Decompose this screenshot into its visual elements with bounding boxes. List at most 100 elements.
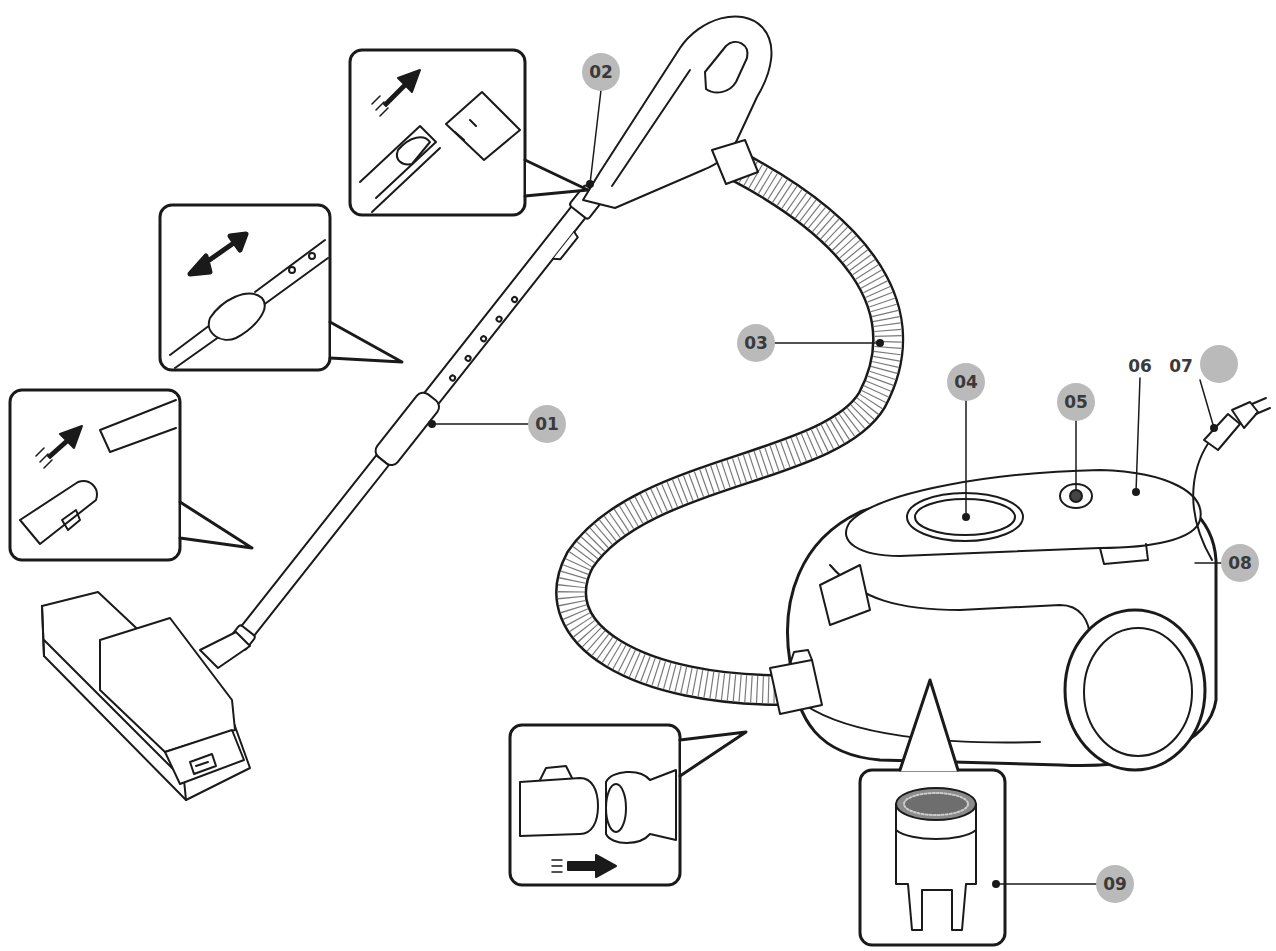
plug-head bbox=[1232, 402, 1258, 428]
tube-hole bbox=[496, 316, 503, 323]
callout-number: 03 bbox=[737, 324, 775, 362]
inset-hose-end bbox=[520, 778, 598, 836]
filter-rim bbox=[896, 830, 976, 839]
inset-frame bbox=[350, 50, 525, 215]
power-button-core bbox=[1070, 490, 1082, 502]
tube-hole bbox=[449, 374, 456, 381]
inset-hose-clip bbox=[540, 766, 572, 780]
tube-hole bbox=[480, 335, 487, 342]
leader-dot bbox=[1211, 425, 1217, 431]
tube-sleeve bbox=[372, 389, 442, 468]
inset-sleeve bbox=[209, 294, 265, 340]
inset-frame bbox=[860, 770, 1005, 945]
leader-dot bbox=[1133, 489, 1139, 495]
inset-tail-line bbox=[680, 732, 746, 776]
dust-window bbox=[907, 493, 1023, 541]
leader-line bbox=[1075, 420, 1077, 490]
leader-dot bbox=[429, 421, 435, 427]
canister-lid bbox=[846, 470, 1201, 556]
leader-dot bbox=[877, 340, 883, 346]
inset-tube bbox=[100, 400, 176, 452]
inset-neck bbox=[20, 481, 97, 544]
hose-ribs bbox=[571, 165, 888, 690]
hose-outline bbox=[571, 165, 888, 690]
leader-line bbox=[432, 423, 529, 425]
leader-dot bbox=[587, 181, 593, 187]
leader-dot bbox=[993, 881, 999, 887]
floor-nozzle bbox=[42, 592, 250, 800]
callout-number: 05 bbox=[1057, 383, 1095, 421]
inset-tube bbox=[170, 240, 328, 368]
nozzle-pedal bbox=[165, 730, 244, 784]
plug-pins bbox=[1252, 398, 1270, 414]
inset-tube bbox=[360, 126, 440, 212]
handle-grip bbox=[583, 16, 771, 208]
dust-window-inner bbox=[915, 499, 1015, 535]
empty-callout bbox=[1200, 345, 1238, 383]
hose-fill bbox=[571, 165, 888, 690]
inset-frame bbox=[10, 390, 180, 560]
inset-socket bbox=[446, 92, 520, 160]
callout-number: 08 bbox=[1221, 544, 1259, 582]
handle-opening bbox=[705, 42, 747, 93]
leader-line bbox=[996, 883, 1097, 885]
inset-tail bbox=[526, 160, 588, 196]
leader-line bbox=[1200, 380, 1214, 428]
leader-dot bbox=[963, 514, 969, 520]
tube-upper bbox=[418, 189, 599, 412]
inset-arrow bbox=[48, 426, 82, 458]
inset-inlet bbox=[606, 770, 676, 843]
callout-number: 06 bbox=[1128, 356, 1152, 376]
speed-lines bbox=[36, 448, 52, 468]
leader-line bbox=[1195, 562, 1222, 564]
speed-lines bbox=[372, 96, 388, 116]
filter-mesh bbox=[896, 788, 976, 820]
inset-tail bbox=[681, 732, 746, 776]
inset-arrow bbox=[384, 70, 420, 106]
carry-handle bbox=[820, 565, 870, 625]
callout-number: 09 bbox=[1096, 865, 1134, 903]
wheel bbox=[1065, 610, 1205, 770]
speed-lines bbox=[552, 860, 562, 872]
inset-double-arrow bbox=[190, 234, 246, 274]
callout-number: 02 bbox=[582, 53, 620, 91]
nozzle-neck bbox=[200, 632, 250, 668]
inset-tail bbox=[331, 322, 402, 362]
nozzle-switch bbox=[190, 754, 216, 774]
inset-tail-line bbox=[900, 680, 958, 770]
power-cord bbox=[1193, 438, 1212, 560]
inset-arrow bbox=[568, 855, 616, 877]
inset-tail bbox=[181, 502, 252, 548]
leader-line bbox=[1136, 378, 1140, 492]
leader-line bbox=[774, 342, 880, 344]
handle-inner-line bbox=[612, 70, 690, 186]
tube-hole bbox=[465, 355, 472, 362]
leader-line bbox=[590, 90, 601, 184]
inset-tail-line bbox=[330, 322, 402, 362]
hose-inlet bbox=[770, 660, 822, 714]
wheel-hub bbox=[1084, 628, 1192, 756]
inset-inlet-mouth bbox=[606, 784, 626, 832]
callout-number: 01 bbox=[528, 405, 566, 443]
leader-line bbox=[965, 400, 967, 517]
hose-cuff bbox=[712, 140, 758, 184]
inset-hole bbox=[309, 253, 315, 259]
tube-button bbox=[553, 232, 579, 262]
inset-neck-clip bbox=[62, 510, 80, 530]
filter-body bbox=[896, 804, 976, 930]
inset-hole bbox=[289, 267, 295, 273]
callout-number: 07 bbox=[1169, 356, 1193, 376]
inset-frame bbox=[160, 205, 330, 370]
lid-latch bbox=[1100, 544, 1148, 564]
inset-frame bbox=[510, 725, 680, 885]
tube-hole bbox=[511, 296, 518, 303]
inset-tail bbox=[900, 680, 958, 771]
inset-tail-line bbox=[180, 502, 252, 548]
plug-body bbox=[1204, 414, 1240, 450]
tube-lower bbox=[237, 455, 389, 641]
callout-number: 04 bbox=[947, 363, 985, 401]
inset-button bbox=[397, 137, 430, 164]
